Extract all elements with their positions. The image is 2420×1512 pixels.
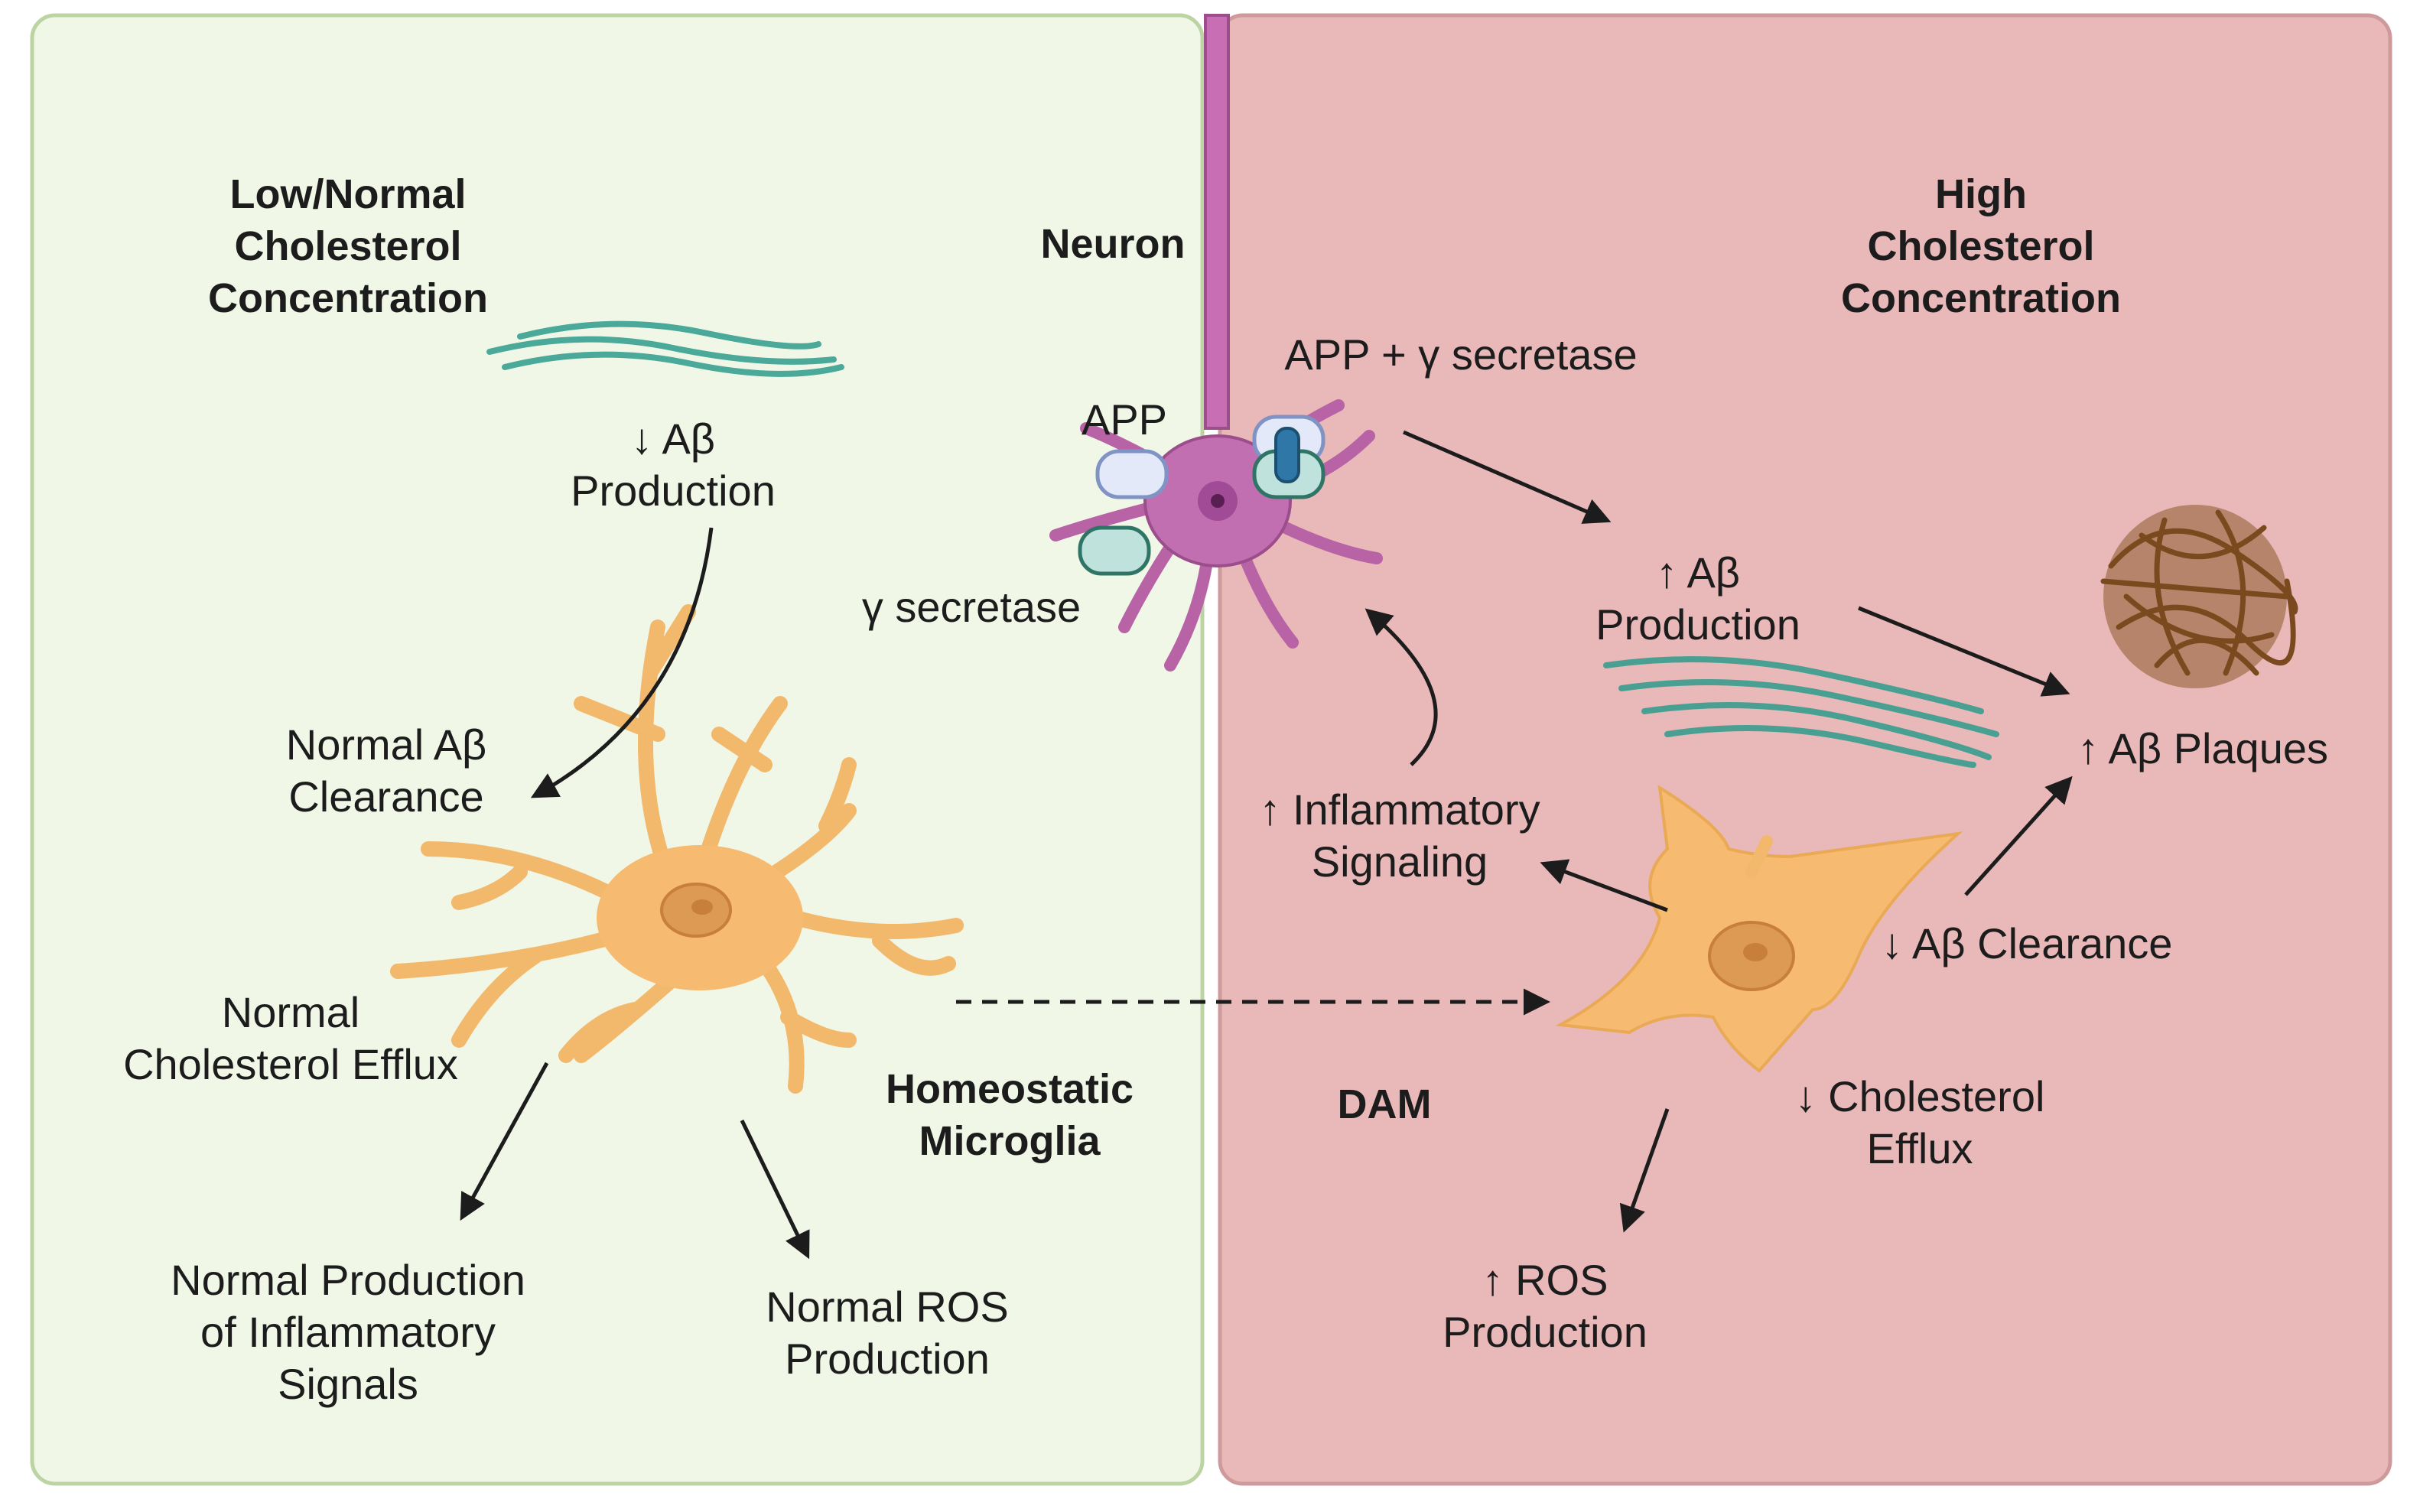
left-ab-clearance-line-2: Clearance bbox=[288, 772, 484, 821]
right-ros-line-2: Production bbox=[1443, 1308, 1647, 1356]
right-ab-production-line-1: ↑ Aβ bbox=[1655, 548, 1741, 597]
arrow-dam-to-inflammatory bbox=[1540, 859, 1668, 912]
plaques-label: ↑ Aβ Plaques bbox=[2077, 724, 2328, 772]
amyloid-fibril-cluster-icon bbox=[1603, 656, 1999, 768]
arrow-inflammatory-to-neuron bbox=[1365, 608, 1438, 766]
left-inflammatory-label: Normal Production of Inflammatory Signal… bbox=[138, 1254, 558, 1410]
microglia-icon bbox=[390, 604, 964, 1094]
right-panel bbox=[1218, 13, 2392, 1486]
arrow-to-ros bbox=[740, 1119, 810, 1260]
left-ros-label: Normal ROS Production bbox=[734, 1281, 1040, 1385]
dam-microglia-icon bbox=[1555, 785, 1963, 1073]
gamma-secretase-icon bbox=[1078, 525, 1151, 576]
right-inflammatory-line-1: ↑ Inflammatory bbox=[1259, 785, 1540, 834]
app-label: APP bbox=[1081, 395, 1168, 444]
left-inflammatory-line-1: Normal Production bbox=[171, 1256, 525, 1304]
right-ros-line-1: ↑ ROS bbox=[1482, 1256, 1608, 1304]
left-ros-line-2: Production bbox=[785, 1335, 990, 1383]
microglia-label-line-1: Homeostatic bbox=[885, 1066, 1134, 1112]
left-cholesterol-efflux-label: Normal Cholesterol Efflux bbox=[99, 987, 482, 1091]
amyloid-fibril-icon bbox=[486, 320, 844, 377]
right-ab-production-label: ↑ Aβ Production bbox=[1560, 547, 1836, 651]
dam-label: DAM bbox=[1337, 1081, 1432, 1127]
gamma-secretase-label: γ secretase bbox=[861, 583, 1082, 631]
right-efflux-line-2: Efflux bbox=[1866, 1124, 1973, 1172]
right-ab-clearance-label: ↓ Aβ Clearance bbox=[1881, 919, 2173, 967]
left-ab-production-label: ↓ Aβ Production bbox=[535, 413, 811, 517]
neuron-label: Neuron bbox=[1040, 221, 1186, 267]
right-title-line-1: High bbox=[1935, 171, 2027, 217]
left-ab-clearance-line-1: Normal Aβ bbox=[285, 720, 487, 769]
right-cholesterol-efflux-label: ↓ Cholesterol Efflux bbox=[1759, 1071, 2080, 1175]
arrow-production-to-clearance bbox=[530, 527, 714, 798]
amyloid-plaque-icon bbox=[2100, 505, 2298, 688]
arrow-to-inflammatory bbox=[460, 1062, 549, 1221]
left-title-line-2: Cholesterol bbox=[234, 223, 462, 269]
microglia-label-line-2: Microglia bbox=[919, 1118, 1101, 1164]
right-efflux-line-1: ↓ Cholesterol bbox=[1794, 1072, 2045, 1120]
left-ab-clearance-label: Normal Aβ Clearance bbox=[245, 719, 528, 823]
right-inflammatory-line-2: Signaling bbox=[1311, 837, 1488, 886]
arrow-app-to-production bbox=[1403, 430, 1612, 524]
left-efflux-line-1: Normal bbox=[221, 988, 360, 1036]
left-panel bbox=[30, 13, 1205, 1486]
right-ros-label: ↑ ROS Production bbox=[1400, 1254, 1690, 1358]
left-inflammatory-line-2: of Inflammatory bbox=[200, 1308, 496, 1356]
homeostatic-microglia-label: Homeostatic Microglia bbox=[857, 1063, 1163, 1167]
arrow-dam-to-ros bbox=[1619, 1108, 1670, 1233]
arrow-clearance-to-plaques bbox=[1964, 776, 2073, 896]
app-gamma-label: APP + γ secretase bbox=[1284, 330, 1638, 379]
arrow-production-to-plaques bbox=[1858, 606, 2070, 697]
left-title-line-1: Low/Normal bbox=[229, 171, 467, 217]
left-inflammatory-line-3: Signals bbox=[278, 1360, 418, 1408]
left-ros-line-1: Normal ROS bbox=[766, 1283, 1009, 1331]
right-title-line-2: Cholesterol bbox=[1867, 223, 2095, 269]
app-gamma-complex-icon bbox=[1252, 415, 1325, 499]
left-ab-production-line-1: ↓ Aβ bbox=[630, 415, 716, 463]
left-ab-production-line-2: Production bbox=[571, 467, 776, 515]
right-inflammatory-label: ↑ Inflammatory Signaling bbox=[1224, 784, 1576, 888]
left-efflux-line-2: Cholesterol Efflux bbox=[123, 1040, 458, 1088]
left-panel-title: Low/Normal Cholesterol Concentration bbox=[168, 168, 528, 324]
app-receptor-icon bbox=[1095, 449, 1169, 499]
right-panel-title: High Cholesterol Concentration bbox=[1805, 168, 2157, 324]
right-ab-production-line-2: Production bbox=[1595, 600, 1800, 649]
right-title-line-3: Concentration bbox=[1840, 275, 2121, 321]
left-title-line-3: Concentration bbox=[207, 275, 488, 321]
